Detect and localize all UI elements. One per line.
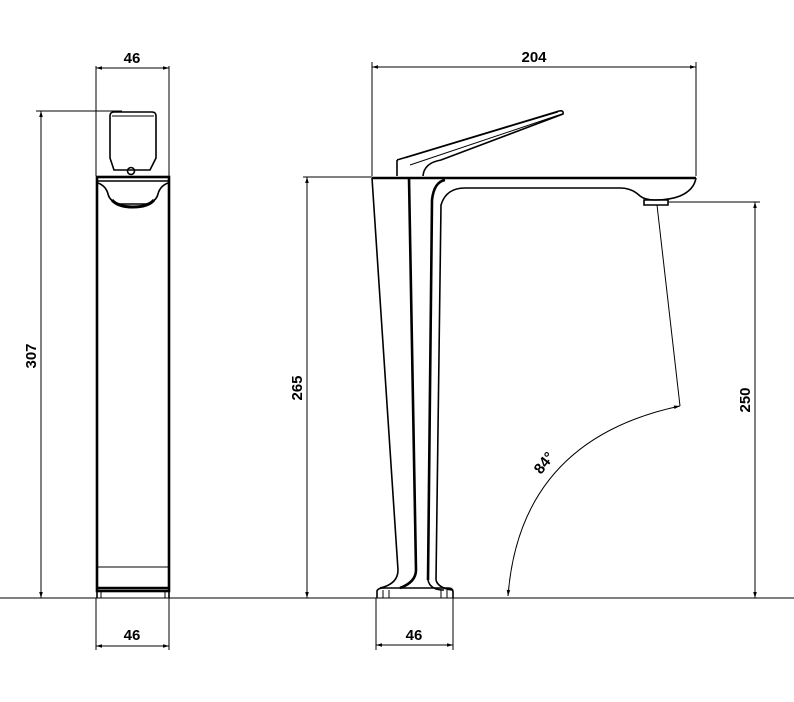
label-front-spout-height: 250 [737, 387, 754, 412]
water-stream-line [656, 204, 681, 407]
front-base [376, 587, 454, 598]
handle-pin [126, 166, 136, 176]
dim-angle-arc [506, 405, 681, 597]
aerator [643, 199, 669, 206]
side-handle [109, 111, 157, 171]
label-side-height: 307 [23, 343, 40, 368]
label-front-body-height: 265 [289, 375, 306, 400]
label-side-base-width: 46 [124, 627, 141, 644]
side-view: 46 307 46 [23, 50, 171, 650]
front-view: 204 265 250 46 84° [289, 49, 760, 650]
label-front-reach: 204 [521, 49, 547, 66]
side-body [95, 175, 171, 593]
label-front-base-width: 46 [406, 627, 423, 644]
front-lever [396, 110, 564, 177]
label-side-top-width: 46 [124, 50, 141, 67]
